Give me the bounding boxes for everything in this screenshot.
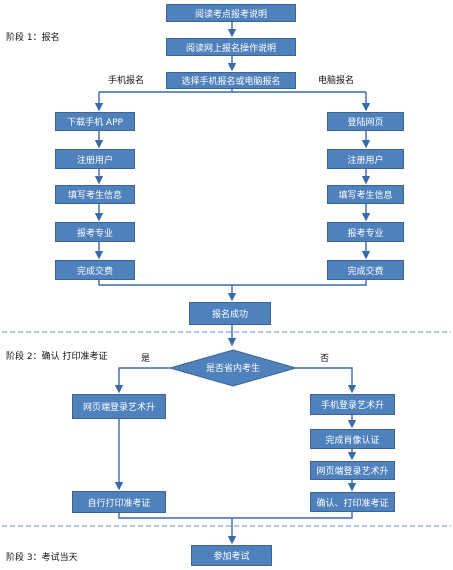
branch-label-yes: 是	[141, 354, 151, 364]
branch-label-pc: 电脑报名	[318, 76, 355, 86]
node-confirm-print: 确认、打印准考证	[310, 492, 395, 512]
node-photo-cert: 完成肖像认证	[310, 429, 395, 449]
node-attend-exam: 参加考试	[191, 545, 272, 566]
connector-merge-right	[232, 280, 367, 286]
node-register-left: 注册用户	[55, 149, 135, 169]
connector-merge-left	[98, 280, 232, 286]
node-self-print: 自行打印准考证	[72, 491, 166, 513]
decision-diamond	[168, 349, 298, 387]
node-apply-major-right: 报考专业	[327, 222, 404, 242]
node-read-online: 阅读网上报名操作说明	[166, 38, 296, 56]
stage-2-label: 阶段 2：确认 打印准考证	[6, 352, 108, 362]
connector-split	[99, 89, 233, 93]
connector-yes	[114, 367, 170, 394]
node-pay-right: 完成交费	[327, 260, 404, 280]
node-registration-success: 报名成功	[189, 302, 271, 325]
connector-final-left	[118, 513, 232, 519]
node-mobile-login-art: 手机登录艺术升	[310, 394, 395, 415]
node-fill-info-right: 填写考生信息	[327, 185, 404, 204]
node-web-login-art-right: 网页端登录艺术升	[310, 461, 395, 480]
connector-final-right	[232, 512, 353, 519]
node-fill-info-left: 填写考生信息	[55, 185, 135, 204]
node-download-app: 下载手机 APP	[55, 112, 135, 131]
connector-no	[296, 367, 357, 394]
decision-label: 是否省内考生	[205, 364, 260, 374]
node-read-notes: 阅读考点报考说明	[166, 4, 296, 22]
node-web-login-art-left: 网页端登录艺术升	[72, 394, 166, 419]
stage-3-label: 阶段 3：考试当天	[6, 553, 78, 563]
node-register-right: 注册用户	[327, 149, 404, 169]
node-choose-method: 选择手机报名或电脑报名	[166, 72, 296, 89]
branch-label-no: 否	[320, 354, 330, 364]
stage-1-label: 阶段 1：报名	[6, 33, 60, 43]
node-apply-major-left: 报考专业	[55, 222, 135, 242]
node-pay-left: 完成交费	[55, 260, 135, 280]
branch-label-mobile: 手机报名	[108, 76, 145, 86]
node-login-web: 登陆网页	[327, 112, 404, 131]
